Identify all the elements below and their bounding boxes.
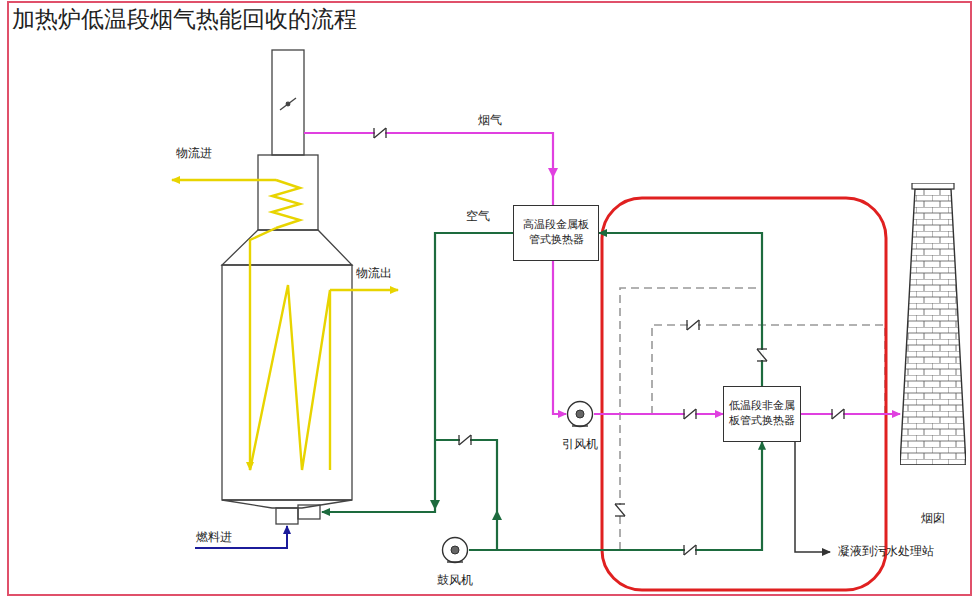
flue-gas-connector (594, 413, 723, 415)
bypass-air-line (435, 440, 497, 550)
hot-air-line (322, 233, 520, 512)
air-connector (469, 442, 762, 550)
fan-symbol (566, 400, 594, 428)
diagram-title: 加热炉低温段烟气热能回收的流程 (12, 4, 357, 35)
furnace (222, 50, 352, 524)
flue-gas-connector (553, 261, 566, 414)
fan-base (572, 425, 588, 426)
fan-label: 引风机 (562, 436, 598, 453)
radiant-coil (250, 285, 330, 470)
fan-casing (443, 538, 468, 563)
bypass-line (620, 288, 885, 550)
flow-label: 凝液到污水处理站 (838, 544, 934, 558)
burner (276, 508, 298, 524)
check-valve (687, 320, 699, 330)
flow-label: 空气 (466, 209, 490, 223)
flow-label: 烟气 (478, 113, 502, 127)
condensate-line (795, 440, 830, 552)
fan-hub (451, 546, 459, 554)
process-coil (172, 180, 398, 470)
check-valve (374, 128, 386, 138)
radiant-section (222, 265, 352, 500)
check-valve (684, 409, 696, 419)
fan-node: 鼓风机 (441, 536, 469, 564)
flow-label: 燃料进 (196, 530, 232, 544)
product-line (330, 289, 398, 291)
air-connector (599, 233, 762, 386)
radiant-coil (250, 228, 276, 470)
fan-base (447, 561, 463, 562)
damper-pivot (286, 102, 290, 106)
fan-node: 引风机 (566, 400, 594, 428)
fan-casing (568, 402, 593, 427)
convection-coil (272, 180, 300, 228)
check-valve (684, 545, 696, 555)
flue-gas-connector (801, 413, 900, 415)
check-valve (459, 435, 471, 445)
chimney-label: 烟囱 (921, 510, 945, 527)
furnace-transition (222, 230, 352, 265)
fan-hub (576, 410, 584, 418)
flow-arrow (492, 510, 502, 520)
chimney-bricks (900, 183, 966, 465)
box-label: 低温段非金属板管式换热器 (728, 399, 796, 429)
chimney-cap (912, 183, 954, 189)
burner-air-box (298, 505, 320, 519)
flow-arrow (548, 168, 558, 178)
chimney-node: 烟囱 (900, 183, 966, 465)
flow-label: 物流进 (176, 146, 212, 160)
exchanger-box: 高温段金属板管式换热器 (513, 205, 599, 261)
box-label: 高温段金属板管式换热器 (518, 218, 594, 248)
fan-label: 鼓风机 (437, 572, 473, 589)
chimney-outline (900, 189, 966, 465)
furnace-bottom (222, 500, 352, 508)
furnace-stack (272, 50, 304, 155)
flow-label: 物流出 (356, 266, 392, 280)
fuel-line (195, 526, 287, 548)
highlight-region (602, 198, 886, 590)
convection-section (258, 155, 318, 230)
check-valve (757, 349, 767, 361)
exchanger-box: 低温段非金属板管式换热器 (723, 386, 801, 442)
page-frame (8, 2, 971, 595)
fan-symbol (441, 536, 469, 564)
check-valve (832, 409, 844, 419)
feed-line (172, 179, 276, 181)
stack-damper (280, 98, 296, 110)
air-line (322, 233, 520, 550)
check-valve (615, 504, 625, 516)
flow-arrow (430, 500, 440, 510)
chimney-drawing (900, 183, 966, 465)
